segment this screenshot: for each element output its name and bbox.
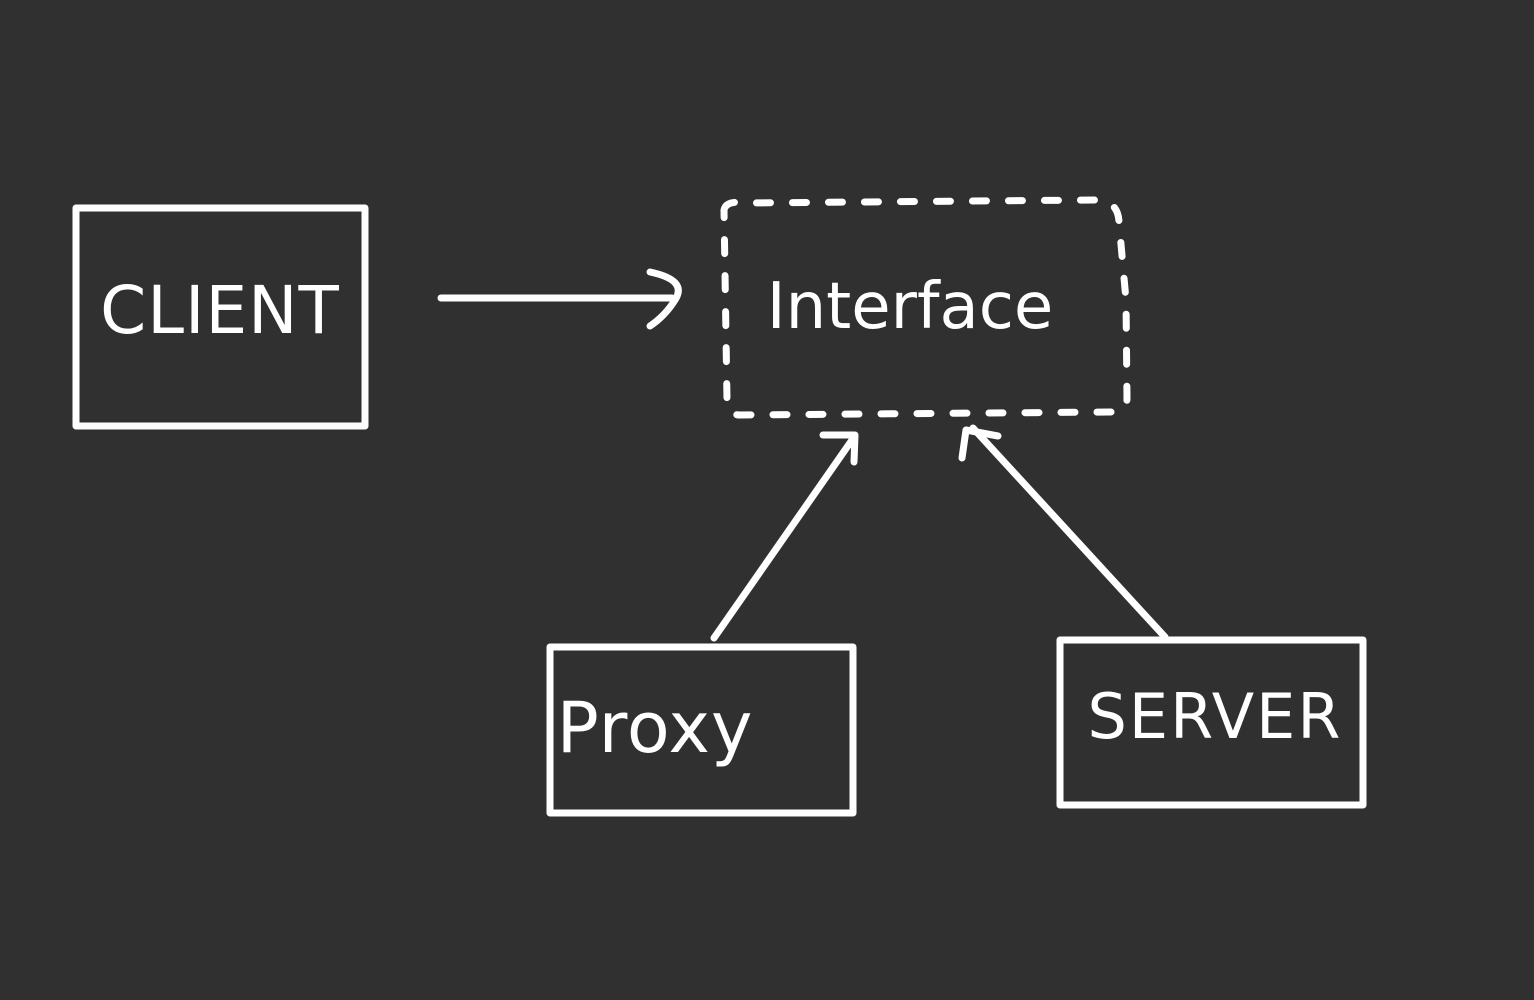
arrow-client-to-interface: [437, 268, 682, 330]
client-label: CLIENT: [100, 272, 340, 349]
server-node[interactable]: SERVER: [1056, 636, 1367, 809]
proxy-node[interactable]: Proxy: [546, 643, 857, 817]
server-label: SERVER: [1088, 680, 1343, 753]
arrow-head-icon: [958, 426, 1002, 462]
arrow-head-icon: [646, 268, 682, 330]
client-box: [72, 204, 369, 430]
arrow-head-icon: [819, 431, 859, 466]
interface-label: Interface: [767, 270, 1054, 344]
interface-box: [720, 196, 1131, 419]
proxy-label: Proxy: [557, 687, 754, 769]
arrow-shaft: [710, 436, 856, 642]
arrow-shaft: [969, 424, 1169, 641]
proxy-box: [546, 643, 857, 817]
arrow-server-to-interface: [958, 424, 1169, 641]
server-box: [1056, 636, 1367, 809]
client-node[interactable]: CLIENT: [72, 204, 369, 430]
interface-node[interactable]: Interface: [720, 196, 1131, 419]
arrow-proxy-to-interface: [710, 431, 859, 642]
